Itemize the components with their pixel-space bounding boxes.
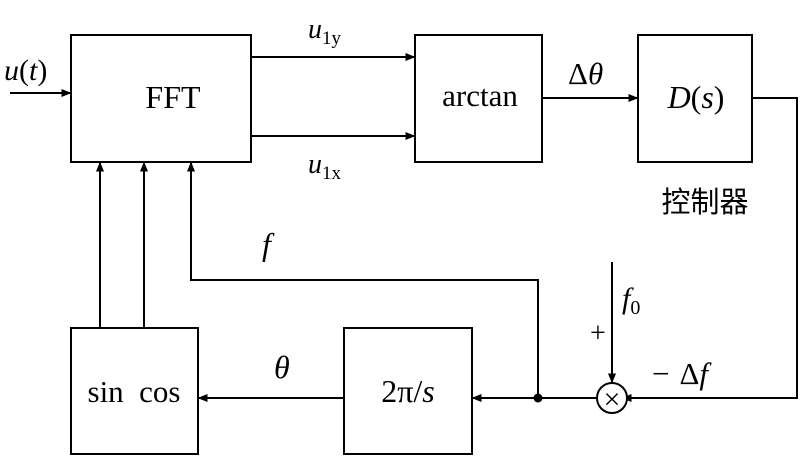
integrator-label: 2π/s (381, 373, 435, 409)
theta-label: θ (274, 349, 290, 385)
arctan-label: arctan (442, 78, 518, 113)
input-label: u(t) (4, 54, 47, 87)
controller-output-line (621, 97, 798, 402)
f-label: f (262, 226, 275, 262)
f-feedback-line (187, 161, 539, 398)
arctan-block (414, 34, 543, 163)
delta-theta-label: Δθ (568, 56, 603, 91)
sincos-label: sin cos (88, 374, 181, 409)
fft-label: FFT (145, 79, 201, 115)
fft-block (70, 34, 252, 163)
integrator-block (343, 327, 473, 455)
u1x-label: u1x (308, 149, 342, 184)
controller-block (637, 34, 753, 163)
f0-label: f0 (622, 282, 640, 319)
summer-symbol: × (604, 383, 621, 416)
controller-label: D(s) (667, 79, 725, 115)
sincos-block (70, 327, 199, 455)
controller-caption: 控制器 (661, 185, 748, 219)
u1y-label: u1y (308, 14, 342, 49)
minus-delta-f-label: −Δf (652, 356, 712, 391)
plus-sign: + (590, 318, 606, 349)
